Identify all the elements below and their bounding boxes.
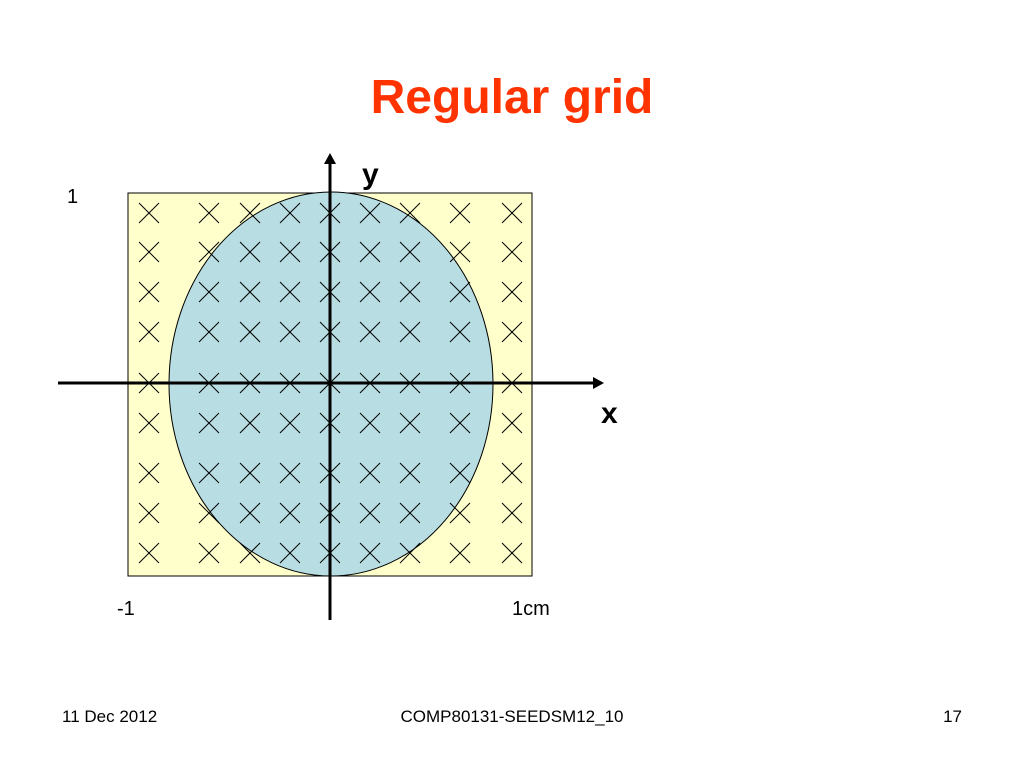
grid-cross-mark xyxy=(138,412,160,434)
grid-cross-mark xyxy=(449,241,471,263)
grid-cross-mark xyxy=(279,502,301,524)
label-top-one: 1 xyxy=(67,186,78,208)
grid-cross-mark xyxy=(449,412,471,434)
grid-cross-mark xyxy=(359,281,381,303)
grid-cross-mark xyxy=(239,202,261,224)
grid-cross-mark xyxy=(198,412,220,434)
grid-cross-mark xyxy=(138,241,160,263)
grid-marks xyxy=(138,202,523,564)
grid-cross-mark xyxy=(198,462,220,484)
grid-cross-mark xyxy=(359,462,381,484)
grid-cross-mark xyxy=(359,412,381,434)
grid-cross-mark xyxy=(279,542,301,564)
grid-cross-mark xyxy=(501,502,523,524)
grid-cross-mark xyxy=(359,241,381,263)
x-axis-arrow xyxy=(593,377,604,389)
grid-cross-mark xyxy=(279,241,301,263)
grid-cross-mark xyxy=(399,321,421,343)
grid-cross-mark xyxy=(138,281,160,303)
grid-cross-mark xyxy=(239,542,261,564)
slide-title: Regular grid xyxy=(370,71,654,124)
grid-cross-mark xyxy=(279,412,301,434)
grid-cross-mark xyxy=(279,281,301,303)
x-axis-label: x xyxy=(601,397,618,430)
grid-cross-mark xyxy=(198,321,220,343)
grid-cross-mark xyxy=(359,321,381,343)
footer-page-number: 17 xyxy=(943,707,962,726)
grid-cross-mark xyxy=(449,202,471,224)
x-axis xyxy=(58,377,604,389)
grid-cross-mark xyxy=(359,202,381,224)
grid-cross-mark xyxy=(198,241,220,263)
grid-cross-mark xyxy=(501,462,523,484)
grid-cross-mark xyxy=(138,321,160,343)
grid-cross-mark xyxy=(239,502,261,524)
grid-cross-mark xyxy=(449,462,471,484)
grid-cross-mark xyxy=(399,542,421,564)
y-axis xyxy=(324,153,336,620)
grid-cross-mark xyxy=(239,241,261,263)
grid-cross-mark xyxy=(501,281,523,303)
grid-cross-mark xyxy=(138,202,160,224)
grid-cross-mark xyxy=(399,241,421,263)
grid-cross-mark xyxy=(198,542,220,564)
grid-cross-mark xyxy=(198,281,220,303)
grid-cross-mark xyxy=(449,542,471,564)
grid-cross-mark xyxy=(449,281,471,303)
grid-cross-mark xyxy=(399,462,421,484)
grid-cross-mark xyxy=(239,412,261,434)
grid-cross-mark xyxy=(138,502,160,524)
grid-cross-mark xyxy=(399,281,421,303)
footer-course-code: COMP80131-SEEDSM12_10 xyxy=(400,707,624,726)
grid-cross-mark xyxy=(399,502,421,524)
grid-cross-mark xyxy=(198,202,220,224)
grid-cross-mark xyxy=(279,202,301,224)
grid-cross-mark xyxy=(501,241,523,263)
footer-date: 11 Dec 2012 xyxy=(62,707,158,726)
grid-cross-mark xyxy=(279,462,301,484)
grid-cross-mark xyxy=(449,321,471,343)
label-one-cm: 1cm xyxy=(512,598,550,620)
grid-cross-mark xyxy=(359,542,381,564)
grid-cross-mark xyxy=(239,462,261,484)
grid-cross-mark xyxy=(399,412,421,434)
grid-cross-mark xyxy=(501,412,523,434)
grid-cross-mark xyxy=(239,281,261,303)
grid-cross-mark xyxy=(279,321,301,343)
grid-cross-mark xyxy=(138,542,160,564)
y-axis-arrow xyxy=(324,153,336,164)
grid-cross-mark xyxy=(501,202,523,224)
grid-cross-mark xyxy=(198,502,220,524)
y-axis-label: y xyxy=(362,158,379,191)
grid-cross-mark xyxy=(239,321,261,343)
grid-cross-mark xyxy=(501,321,523,343)
grid-cross-mark xyxy=(501,542,523,564)
grid-cross-mark xyxy=(449,502,471,524)
grid-cross-mark xyxy=(399,202,421,224)
grid-cross-mark xyxy=(359,502,381,524)
grid-cross-mark xyxy=(138,462,160,484)
label-minus-one: -1 xyxy=(117,598,135,620)
